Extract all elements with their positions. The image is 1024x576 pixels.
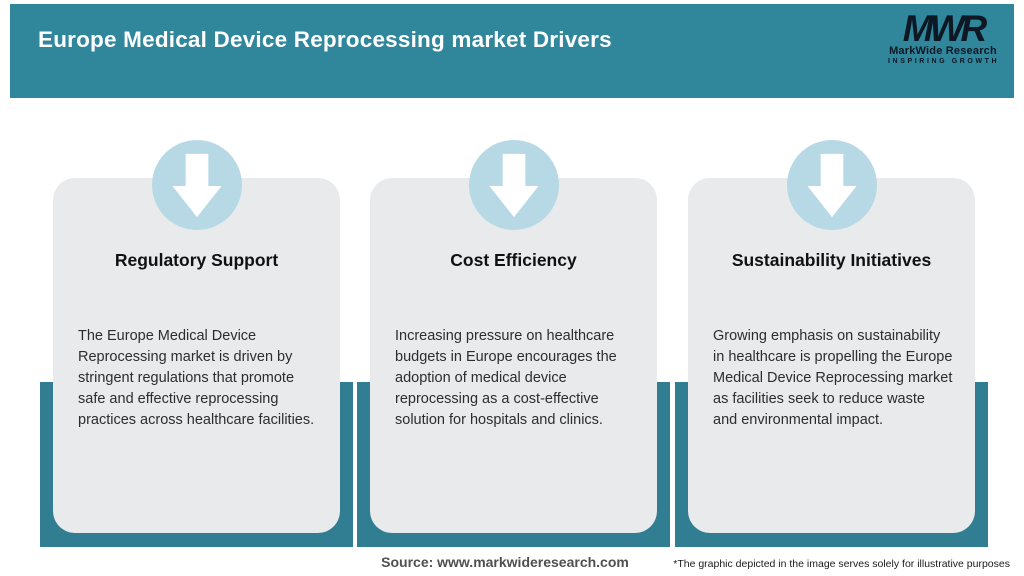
driver-card-cost-efficiency: Cost Efficiency Increasing pressure on h… — [357, 140, 670, 547]
card-panel: Cost Efficiency Increasing pressure on h… — [370, 140, 657, 533]
down-arrow-icon — [151, 140, 242, 230]
card-title: Sustainability Initiatives — [731, 250, 932, 270]
markwide-research-logo: MWR MarkWide Research INSPIRING GROWTH — [888, 10, 998, 65]
card-body: Growing emphasis on sustainability in he… — [713, 328, 953, 429]
logo-mwr-icon: MWR — [902, 8, 987, 49]
logo-tagline: INSPIRING GROWTH — [888, 58, 1000, 65]
card-title: Regulatory Support — [114, 250, 279, 270]
card-body: The Europe Medical Device Reprocessing m… — [78, 328, 315, 429]
down-arrow-icon — [468, 140, 559, 230]
card-panel: Sustainability Initiatives Growing empha… — [688, 140, 975, 533]
down-arrow-icon — [786, 140, 877, 230]
header-bar: Europe Medical Device Reprocessing marke… — [10, 4, 1014, 98]
card-panel: Regulatory Support The Europe Medical De… — [53, 140, 340, 533]
card-body: Increasing pressure on healthcare budget… — [395, 328, 617, 429]
driver-card-regulatory-support: Regulatory Support The Europe Medical De… — [40, 140, 353, 547]
source-text: Source: www.markwideresearch.com — [381, 554, 629, 570]
logo-name: MarkWide Research — [889, 45, 997, 57]
driver-card-sustainability-initiatives: Sustainability Initiatives Growing empha… — [675, 140, 988, 547]
page-title: Europe Medical Device Reprocessing marke… — [38, 27, 612, 52]
disclaimer-text: *The graphic depicted in the image serve… — [673, 558, 1010, 570]
card-title: Cost Efficiency — [450, 250, 577, 270]
